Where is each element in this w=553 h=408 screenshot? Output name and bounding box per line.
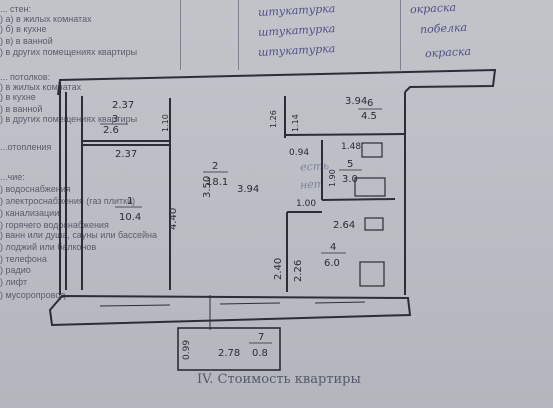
form-divider — [400, 0, 401, 70]
dimension-label: 2.37 — [115, 149, 137, 160]
dimension-label: 2.40 — [273, 258, 284, 280]
stove — [359, 261, 385, 287]
dimension-label: 0.94 — [289, 148, 309, 158]
form-line: ) б) в кухне — [0, 24, 47, 34]
dimension-label: 1.48 — [341, 142, 361, 152]
room-number: 4 — [330, 242, 336, 253]
wall — [321, 198, 396, 201]
form-divider — [180, 0, 181, 70]
bathtub — [354, 177, 386, 197]
room-area: 18.1 — [206, 177, 228, 188]
dimension-label: 1.00 — [296, 199, 316, 209]
form-line: ) лоджий или балконов — [0, 242, 97, 252]
form-line: ) а) в жилых комнатах — [0, 14, 92, 24]
form-line: ) в) в ванной — [0, 36, 53, 46]
sink — [361, 142, 383, 158]
window — [219, 302, 281, 305]
kitchen-sink — [364, 217, 384, 231]
form-line: ) канализации — [0, 208, 60, 218]
dimension-label: 2.26 — [293, 260, 304, 282]
form-line: ...отопления — [0, 142, 52, 152]
form-line: ) в жилых комнатах — [0, 82, 82, 92]
room-area: 4.5 — [361, 111, 377, 122]
dimension-label: 0.99 — [182, 340, 192, 360]
room-number: 3 — [112, 114, 118, 125]
form-line: ) ванн или душа, сауны или бассейна — [0, 230, 158, 240]
form-line: ) мусоропровод — [0, 290, 66, 300]
dimension-label: 2.78 — [218, 348, 240, 359]
form-line: ) в ванной — [0, 104, 43, 114]
form-line: ) водоснабжения — [0, 184, 71, 194]
form-line: ) лифт — [0, 277, 28, 287]
section-caption: IV. Стоимость квартиры — [197, 372, 361, 387]
form-line: ... стен: — [0, 4, 31, 14]
room-number: 1 — [127, 196, 133, 207]
form-line: ... потолков: — [0, 72, 51, 82]
room-number: 7 — [258, 332, 264, 343]
dimension-label: 2.64 — [333, 220, 355, 231]
form-line: ) в других помещениях квартиры — [0, 47, 138, 57]
form-line: ...чие: — [0, 172, 25, 182]
wall — [284, 133, 406, 136]
room-number: 5 — [347, 159, 353, 170]
form-line: ) горячего водоснабжения — [0, 220, 109, 230]
window — [314, 301, 366, 304]
window — [99, 304, 171, 307]
form-divider — [238, 0, 239, 70]
form-line: ) телефона — [0, 254, 47, 264]
dimension-label: 4.40 — [168, 208, 179, 230]
dimension-label: 1.90 — [328, 169, 337, 187]
room-area: 10.4 — [119, 212, 141, 223]
room-area: 6.0 — [324, 258, 340, 269]
dimension-label: 1.26 — [269, 110, 278, 128]
dimension-label: 3.50 — [202, 176, 213, 198]
room-area: 0.8 — [252, 348, 268, 359]
dimension-label: 3.94 — [237, 184, 259, 195]
dimension-label: 2.37 — [112, 100, 134, 111]
balcony — [177, 327, 281, 371]
wall — [48, 294, 412, 327]
room-number: 6 — [367, 98, 373, 109]
dimension-label: 3.94 — [345, 96, 367, 107]
form-line: ) в других помещениях квартиры — [0, 114, 138, 124]
form-line: ) электроснабжения (газ плитки) — [0, 196, 136, 206]
form-line: ) радио — [0, 265, 31, 275]
dimension-label: 1.14 — [291, 114, 300, 132]
dimension-label: 1.10 — [161, 114, 170, 132]
room-area: 2.6 — [103, 125, 119, 136]
room-number: 2 — [212, 161, 218, 172]
room-area: 3.0 — [342, 174, 358, 185]
form-line: ) в кухне — [0, 92, 36, 102]
wall — [57, 68, 497, 96]
